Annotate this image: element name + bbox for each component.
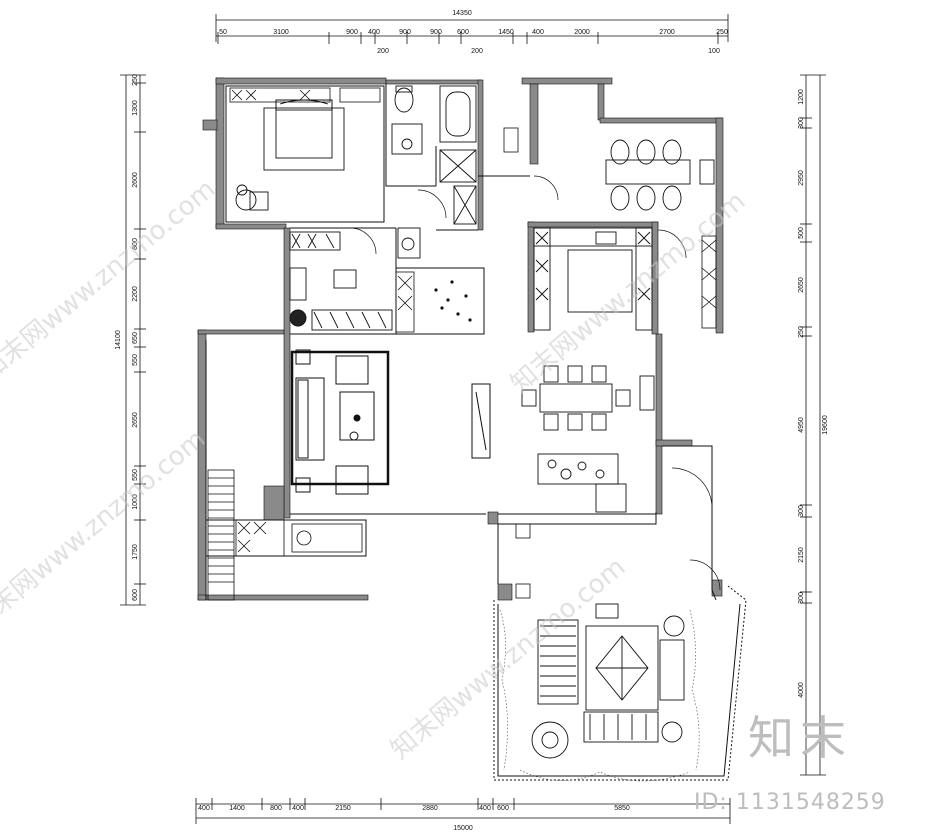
top-dim-4: 900 bbox=[399, 29, 411, 36]
left-dim-10: 1750 bbox=[132, 544, 139, 560]
left-dim-9: 1000 bbox=[132, 494, 139, 510]
watermark-text: 知末网www.znzmo.com bbox=[0, 424, 211, 637]
bar-counter bbox=[537, 453, 627, 513]
left-dim-7: 2650 bbox=[132, 412, 139, 428]
left-dimension-chain bbox=[120, 74, 146, 606]
bottom-dimension-chain bbox=[195, 798, 731, 824]
left-dim-1: 1300 bbox=[132, 100, 139, 116]
brand-logo: 知末 bbox=[748, 711, 852, 765]
closet-shelving bbox=[395, 271, 472, 333]
left-dim-8: 550 bbox=[132, 469, 139, 481]
door-swings bbox=[349, 175, 721, 591]
left-overall-dimension: 14100 bbox=[115, 330, 122, 350]
bottom-overall-dimension: 15000 bbox=[453, 825, 473, 832]
left-dim-0: 250 bbox=[132, 74, 139, 86]
right-dim-7: 300 bbox=[798, 505, 805, 517]
top-dim-6: 600 bbox=[457, 29, 469, 36]
garden-furniture bbox=[531, 603, 685, 759]
staircase bbox=[207, 469, 363, 601]
kitchen-cabinets bbox=[533, 227, 653, 331]
right-wardrobe bbox=[701, 235, 717, 329]
top-subdim-1: 200 bbox=[471, 48, 483, 55]
top-overall-dimension: 14350 bbox=[452, 10, 472, 17]
top-dim-3: 400 bbox=[368, 29, 380, 36]
right-dim-4: 2650 bbox=[798, 277, 805, 293]
top-dim-8: 400 bbox=[532, 29, 544, 36]
left-segment-labels: 250 1300 2600 800 2200 650 550 2650 550 … bbox=[132, 74, 139, 601]
left-dim-4: 2200 bbox=[132, 286, 139, 302]
top-dim-7: 1450 bbox=[498, 29, 514, 36]
watermark-text: 知末网www.znzmo.com bbox=[0, 174, 221, 387]
top-dim-1: 3100 bbox=[273, 29, 289, 36]
right-dim-9: 300 bbox=[798, 592, 805, 604]
right-dim-10: 4000 bbox=[798, 682, 805, 698]
right-dim-8: 2150 bbox=[798, 547, 805, 563]
top-dimension-chain bbox=[215, 14, 729, 44]
watermark-text: 知末网www.znzmo.com bbox=[505, 186, 751, 399]
lounge-chair-icon bbox=[235, 184, 269, 211]
bottom-dim-1: 1400 bbox=[229, 805, 245, 812]
bottom-dim-0: 400 bbox=[198, 805, 210, 812]
entry-fixtures bbox=[503, 127, 531, 599]
left-dim-2: 2600 bbox=[132, 172, 139, 188]
bottom-dim-5: 2880 bbox=[422, 805, 438, 812]
right-dim-1: 300 bbox=[798, 117, 805, 129]
top-dim-2: 900 bbox=[346, 29, 358, 36]
left-dim-11: 600 bbox=[132, 589, 139, 601]
right-dim-5: 250 bbox=[798, 326, 805, 338]
brand-id-label: ID: 1131548259 bbox=[694, 790, 886, 815]
left-dim-3: 800 bbox=[132, 238, 139, 250]
right-dim-2: 2950 bbox=[798, 170, 805, 186]
top-segment-labels: 50 3100 900 400 900 900 600 1450 400 200… bbox=[219, 29, 728, 55]
bedroom2-furniture bbox=[289, 227, 421, 331]
right-segment-labels: 1200 300 2950 500 2650 250 4950 300 2150… bbox=[798, 89, 805, 698]
top-dim-9: 2000 bbox=[574, 29, 590, 36]
master-bed bbox=[263, 99, 345, 171]
garden-planting bbox=[499, 609, 700, 782]
bottom-dim-3: 400 bbox=[292, 805, 304, 812]
bottom-segment-labels: 400 1400 800 400 2150 2880 400 600 5850 bbox=[198, 805, 630, 812]
bath-fixtures bbox=[391, 85, 477, 225]
right-dim-6: 4950 bbox=[798, 417, 805, 433]
exterior-walls bbox=[197, 77, 724, 601]
top-dim-5: 900 bbox=[430, 29, 442, 36]
left-dim-6: 550 bbox=[132, 354, 139, 366]
bottom-dim-4: 2150 bbox=[335, 805, 351, 812]
top-dim-0: 50 bbox=[219, 29, 227, 36]
bottom-dim-7: 600 bbox=[497, 805, 509, 812]
top-dim-11: 250 bbox=[716, 29, 728, 36]
right-dim-0: 1200 bbox=[798, 89, 805, 105]
dining-table-top bbox=[605, 139, 715, 211]
right-dim-3: 500 bbox=[798, 227, 805, 239]
right-dimension-chain bbox=[800, 74, 826, 776]
top-dim-10: 2700 bbox=[659, 29, 675, 36]
bottom-dim-2: 800 bbox=[270, 805, 282, 812]
dining-table-main bbox=[521, 365, 655, 431]
top-dimension-ticks bbox=[215, 14, 729, 44]
left-dim-5: 650 bbox=[132, 332, 139, 344]
right-overall-dimension: 19600 bbox=[822, 415, 829, 435]
bottom-dim-6: 400 bbox=[479, 805, 491, 812]
bottom-dim-8: 5850 bbox=[614, 805, 630, 812]
watermark-text: 知末网www.znzmo.com bbox=[385, 552, 631, 765]
master-closet bbox=[229, 87, 381, 103]
top-subdim-0: 200 bbox=[377, 48, 389, 55]
top-subdim-2: 100 bbox=[708, 48, 720, 55]
living-room-furniture bbox=[290, 349, 491, 495]
